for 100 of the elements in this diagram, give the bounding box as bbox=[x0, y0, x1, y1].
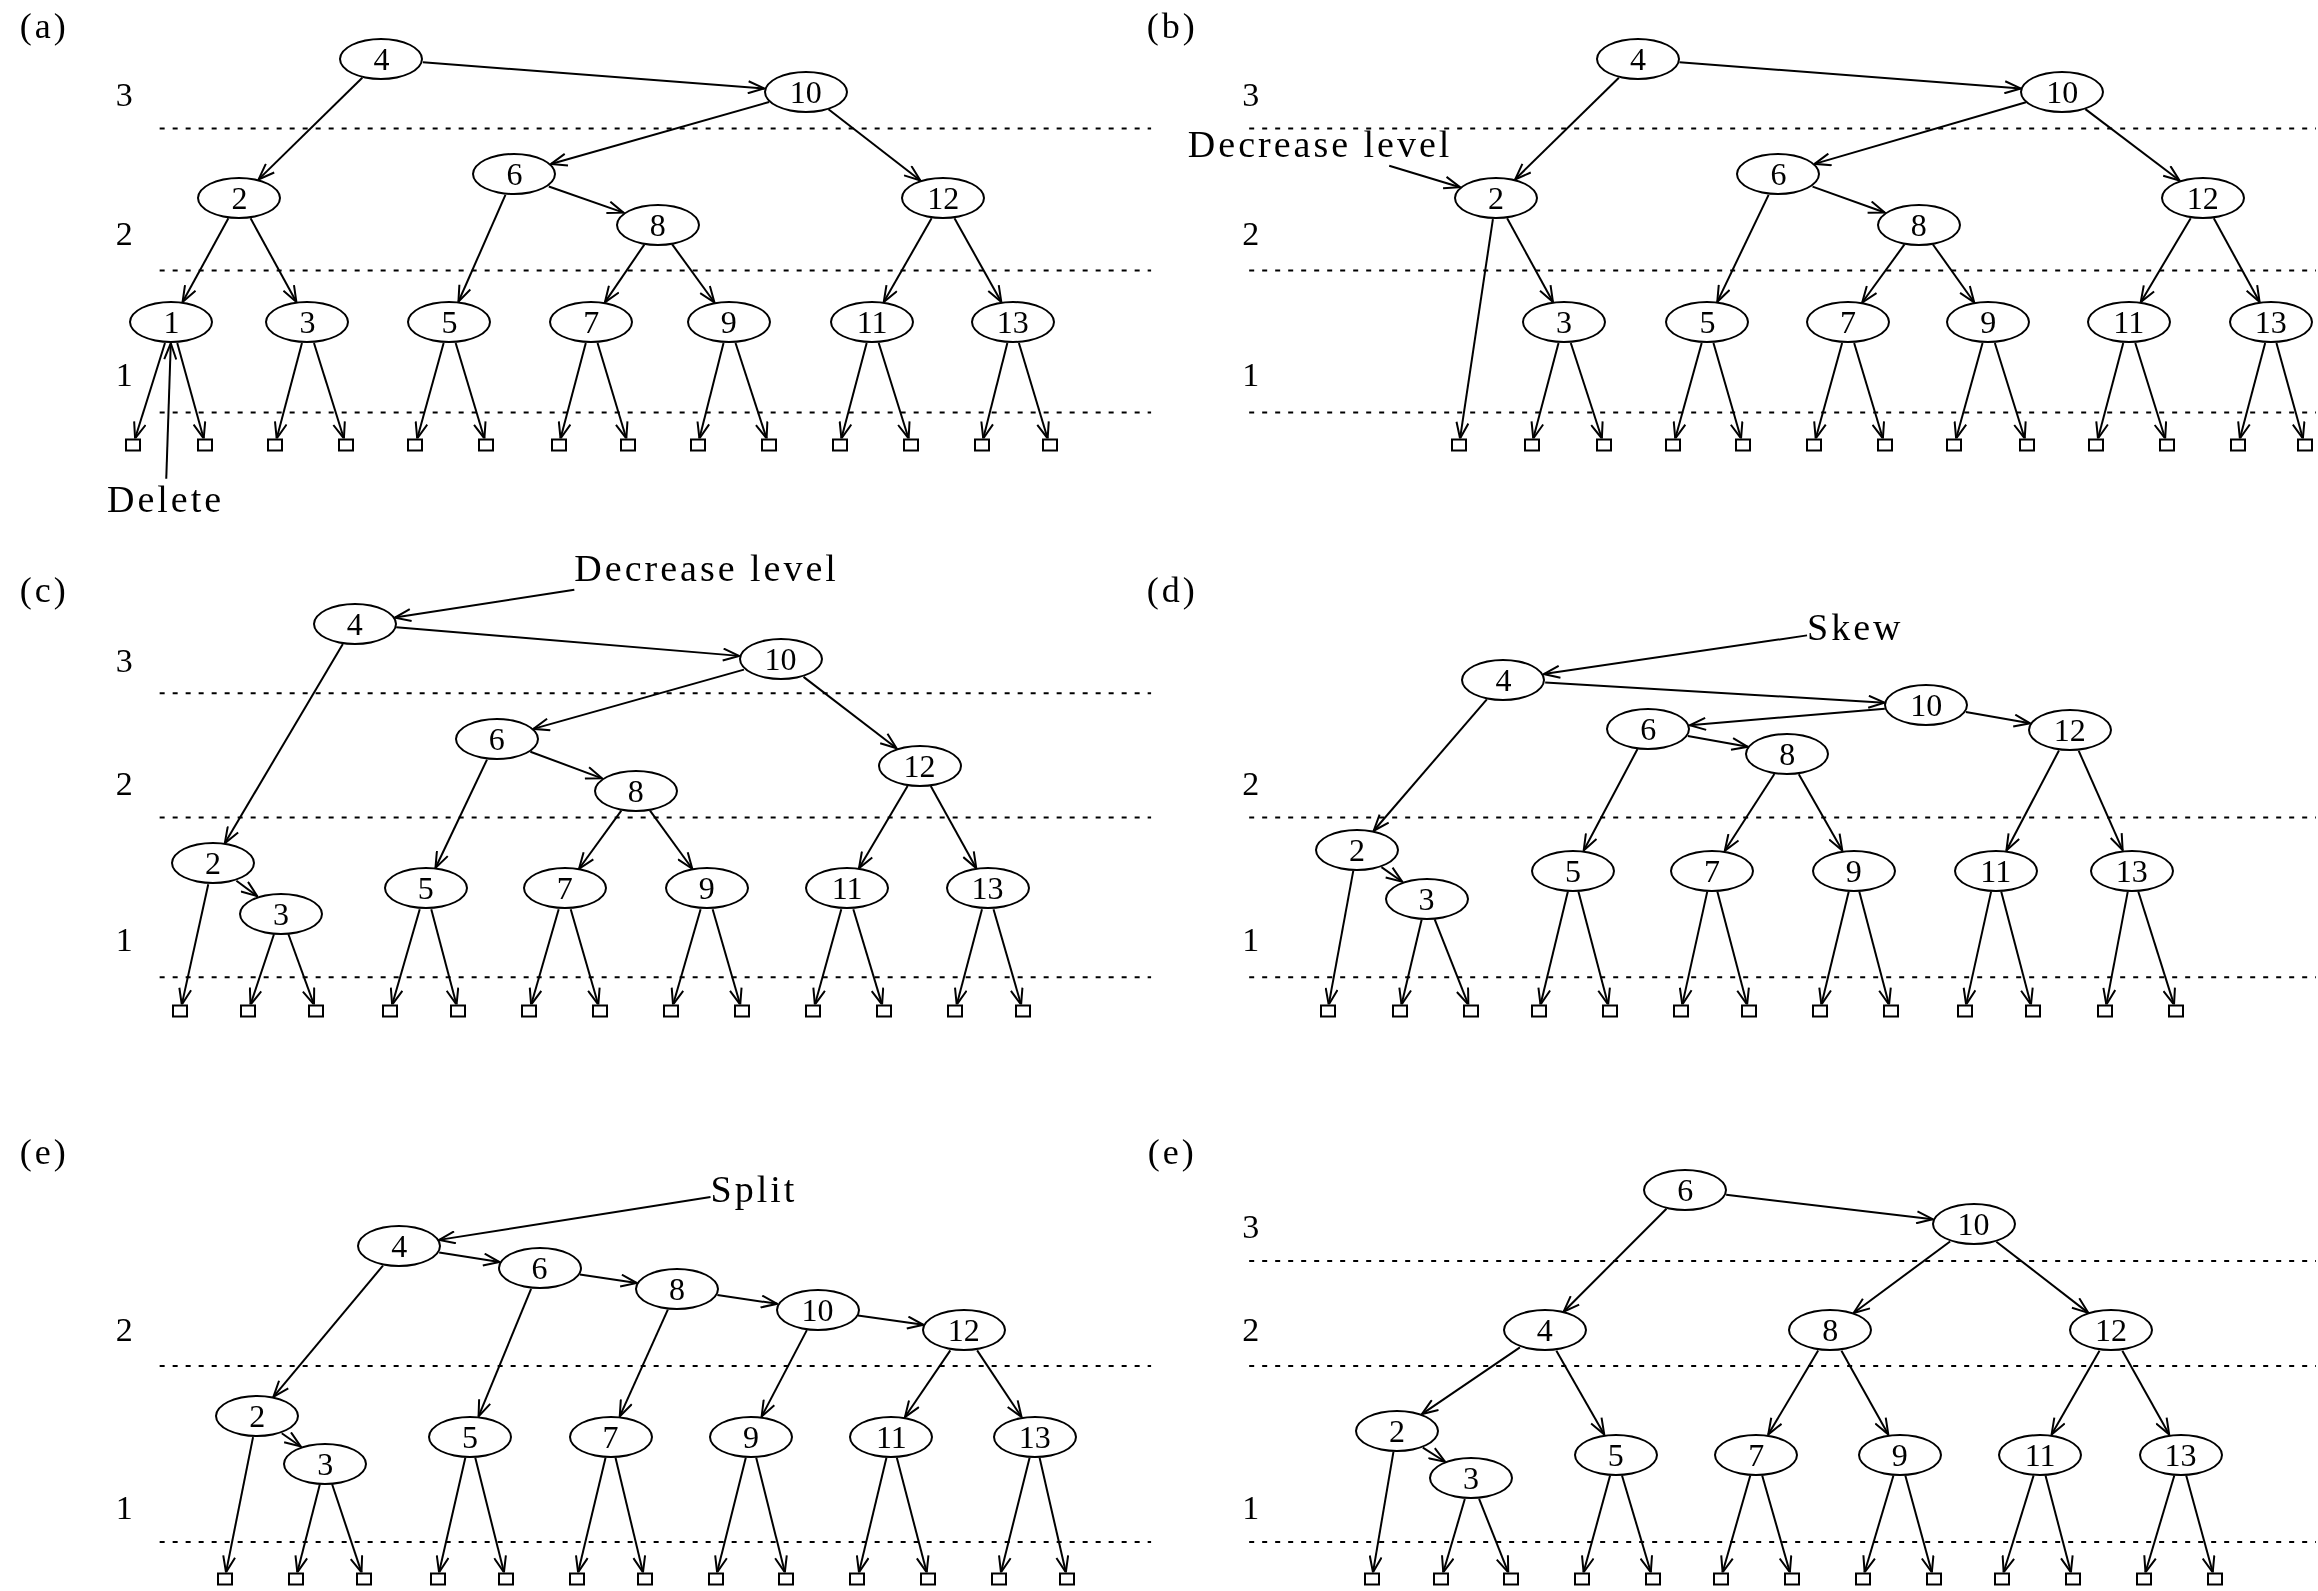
tree-node: 1 bbox=[129, 301, 214, 344]
tree-node: 11 bbox=[1998, 1433, 2083, 1476]
tree-node: 6 bbox=[472, 153, 557, 196]
tree-node: 2 bbox=[197, 177, 282, 220]
tree-node: 7 bbox=[1714, 1433, 1799, 1476]
leaf-box bbox=[1805, 438, 1822, 452]
arrow bbox=[1962, 890, 1993, 1006]
leaf-box bbox=[1391, 1004, 1408, 1018]
tree-node: 8 bbox=[593, 769, 678, 812]
arrow bbox=[287, 933, 316, 1006]
leaf-box bbox=[1672, 1004, 1689, 1018]
leaf-box bbox=[1644, 1572, 1661, 1586]
tree-node: 10 bbox=[1931, 1203, 2016, 1246]
arrow bbox=[1506, 217, 1554, 303]
arrow bbox=[711, 908, 743, 1006]
arrow bbox=[547, 185, 625, 214]
leaf-box bbox=[2206, 1572, 2223, 1586]
arrow bbox=[976, 1349, 1023, 1418]
leaf-box bbox=[902, 438, 919, 452]
leaf-box bbox=[1601, 1004, 1618, 1018]
level-number: 2 bbox=[1242, 1311, 1260, 1350]
arrow bbox=[1995, 1240, 2090, 1314]
leaf-box bbox=[407, 438, 424, 452]
arrow bbox=[671, 243, 716, 304]
tree-node: 6 bbox=[497, 1247, 582, 1290]
annotation-text: Skew bbox=[1807, 607, 1904, 650]
arrow bbox=[222, 1436, 255, 1574]
arrow bbox=[133, 342, 166, 440]
tree-node: 12 bbox=[877, 744, 962, 787]
leaf-box bbox=[1502, 1572, 1519, 1586]
tree-node: 8 bbox=[1788, 1309, 1873, 1352]
tree-node: 2 bbox=[1315, 829, 1400, 872]
tree-node: 5 bbox=[407, 301, 492, 344]
leaf-box bbox=[2064, 1572, 2081, 1586]
arrow bbox=[1478, 1497, 1510, 1574]
arrow bbox=[603, 243, 646, 304]
tree-node: 7 bbox=[1805, 301, 1890, 344]
tree-node: 5 bbox=[1573, 1433, 1658, 1476]
arrow bbox=[1818, 890, 1850, 1006]
tree-node: 7 bbox=[1669, 849, 1754, 892]
annotation-text: Delete bbox=[107, 478, 225, 521]
leaf-box bbox=[1925, 1572, 1942, 1586]
arrow bbox=[2000, 890, 2034, 1006]
tree-node: 6 bbox=[1606, 707, 1691, 750]
leaf-box bbox=[876, 1004, 893, 1018]
tree-node: 2 bbox=[1454, 177, 1539, 220]
leaf-box bbox=[240, 1004, 257, 1018]
arrow bbox=[2237, 342, 2267, 440]
tree-node: 5 bbox=[428, 1415, 513, 1458]
leaf-box bbox=[2296, 438, 2313, 452]
tree-node: 13 bbox=[992, 1415, 1077, 1458]
arrow bbox=[1038, 1456, 1070, 1574]
level-number: 1 bbox=[115, 356, 133, 395]
leaf-box bbox=[1665, 438, 1682, 452]
arrow bbox=[1368, 1450, 1395, 1574]
leaf-box bbox=[1854, 1572, 1871, 1586]
arrow bbox=[569, 908, 601, 1006]
leaf-box bbox=[2168, 1004, 2185, 1018]
leaf-box bbox=[2024, 1004, 2041, 1018]
arrow bbox=[1861, 243, 1906, 304]
leaf-box bbox=[478, 438, 495, 452]
leaf-box bbox=[1041, 438, 1058, 452]
arrow bbox=[1840, 1349, 1890, 1436]
arrow bbox=[1672, 342, 1703, 440]
arrow bbox=[1569, 342, 1604, 440]
level-number: 3 bbox=[1242, 1208, 1260, 1246]
leaf-box bbox=[172, 1004, 189, 1018]
tree-node: 8 bbox=[615, 203, 700, 246]
arrow bbox=[1688, 707, 1886, 731]
panel-label: (b) bbox=[1146, 6, 1198, 47]
leaf-box bbox=[1363, 1572, 1380, 1586]
leader-line bbox=[393, 588, 576, 623]
panel-label: (a) bbox=[19, 6, 69, 47]
arrow bbox=[2044, 1474, 2074, 1574]
tree-node: 9 bbox=[1946, 301, 2031, 344]
leaf-box bbox=[1462, 1004, 1479, 1018]
leader-line bbox=[1542, 634, 1809, 679]
arrow bbox=[1712, 342, 1744, 440]
tree-node: 10 bbox=[738, 638, 823, 681]
leaf-box bbox=[1530, 1004, 1547, 1018]
arrow bbox=[1380, 866, 1404, 883]
tree-node: 7 bbox=[522, 867, 607, 910]
tree-node: 8 bbox=[635, 1268, 720, 1311]
tree-node: 11 bbox=[805, 867, 890, 910]
level-number: 2 bbox=[1242, 214, 1260, 253]
tree-node: 13 bbox=[2089, 849, 2174, 892]
level-number: 1 bbox=[115, 1489, 133, 1527]
leaf-box bbox=[760, 438, 777, 452]
arrow bbox=[1420, 1346, 1521, 1416]
leaf-box bbox=[1573, 1572, 1590, 1586]
leaf-box bbox=[568, 1572, 585, 1586]
leaf-box bbox=[1595, 438, 1612, 452]
arrow bbox=[1852, 1240, 1952, 1315]
arrow bbox=[1761, 1474, 1793, 1574]
tree-node: 9 bbox=[1811, 849, 1896, 892]
arrow bbox=[578, 1273, 638, 1288]
arrow bbox=[575, 1456, 607, 1574]
arrow bbox=[755, 1456, 788, 1574]
arrow bbox=[1716, 193, 1770, 303]
tree-node: 4 bbox=[1461, 659, 1546, 701]
